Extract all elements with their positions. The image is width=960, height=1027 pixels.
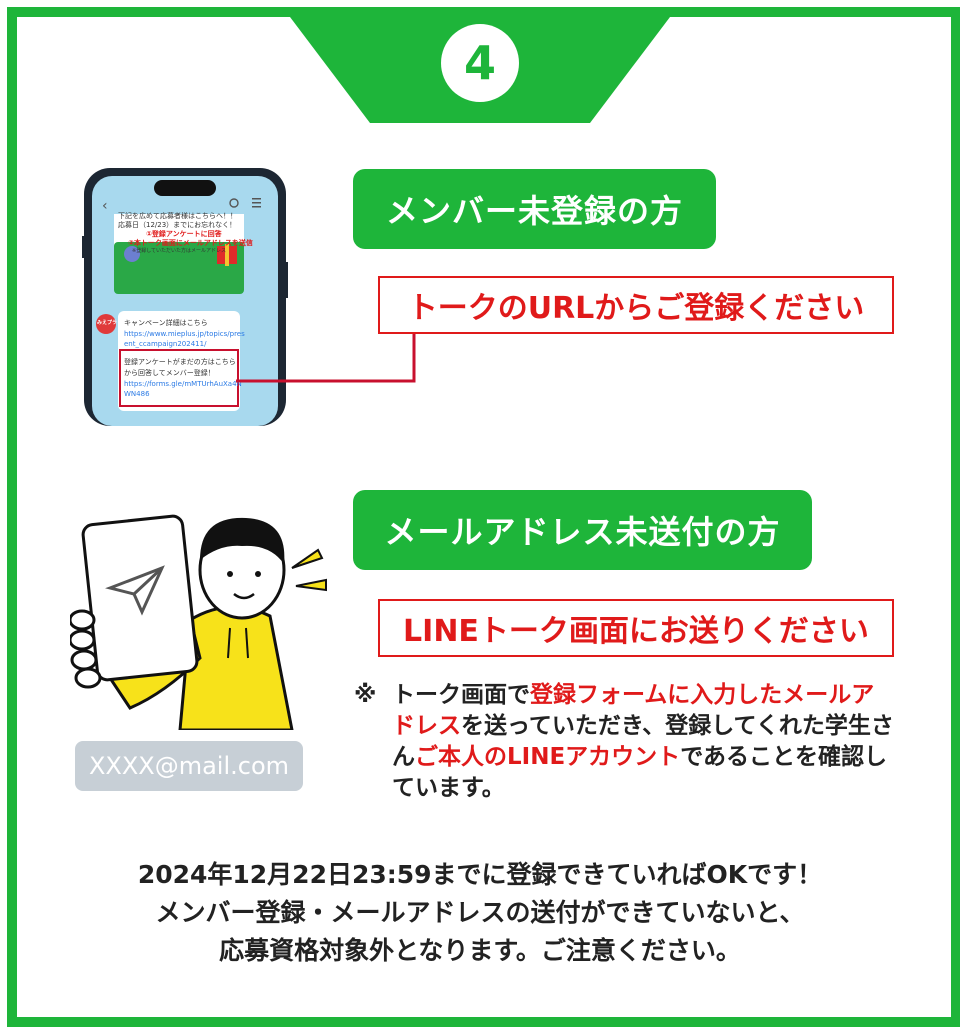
note-part-2-red: 登録フォームに入力したメールアドレス [392,682,875,739]
person-holding-phone-illustration [70,514,327,730]
chat-campaign-url-1[interactable]: https://www.mieplus.jp/topics/pres [124,330,245,338]
connector-line [236,330,416,383]
chat-step-note: ※登録していただいた方はメールアドレス [132,248,227,254]
note-mark: ※ [354,682,377,708]
chat-survey-url-1[interactable]: https://forms.gle/mMTUrhAuXa4N [124,380,242,388]
chat-top-line-2: 応募日（12/23）までにお忘れなく！ [118,221,237,229]
chat-campaign-label: キャンペーン詳細はこちら [124,319,208,327]
note-text: ※ トーク画面で登録フォームに入力したメールアドレスを送っていただき、登録してく… [354,680,894,804]
outer-frame [7,7,960,1027]
footer-line-1: 2024年12月22日23:59までに登録できていればOKです！ [137,860,823,889]
chat-survey-label-1: 登録アンケートがまだの方はこちら [124,358,236,366]
note-part-3: を送っていただき、登録してくれた学生さん [392,713,894,770]
footer-line-2: メンバー登録・メールアドレスの送付ができていないと、 [155,898,805,927]
note-part-5: であることを確認しています。 [392,744,887,801]
footer-notice: 2024年12月22日23:59までに登録できていればOKです！ メンバー登録・… [40,856,920,970]
note-part-1: トーク画面で [392,682,530,708]
note-part-4-red: ご本人のLINEアカウント [415,744,681,770]
footer-line-3: 応募資格対象外となります。ご注意ください。 [219,936,741,965]
chat-survey-label-2: から回答してメンバー登録！ [124,369,215,377]
phone-chat-illustration: ‹ [82,168,288,426]
email-example-badge: XXXX@mail.com [75,741,303,791]
chat-survey-url-2[interactable]: WN486 [124,390,150,398]
chat-top-line-1: 下記を広めて応募者様はこちらへ！！ [118,212,237,220]
step-number: 4 [441,24,519,102]
member-instruction-box: トークのURLからご登録ください [378,276,894,334]
chat-step-2: ②本トーク画面にメールアドレスを送信 [128,239,253,247]
svg-text:‹: ‹ [102,198,108,214]
email-instruction-box: LINEトーク画面にお送りください [378,599,894,657]
chat-step-1: ①登録アンケートに回答 [146,230,222,238]
chat-avatar-label: みえプラ [97,320,118,326]
chat-campaign-url-2[interactable]: ent_ccampaign202411/ [124,340,207,348]
member-unregistered-heading: メンバー未登録の方 [353,169,716,249]
email-unsent-heading: メールアドレス未送付の方 [353,490,812,570]
